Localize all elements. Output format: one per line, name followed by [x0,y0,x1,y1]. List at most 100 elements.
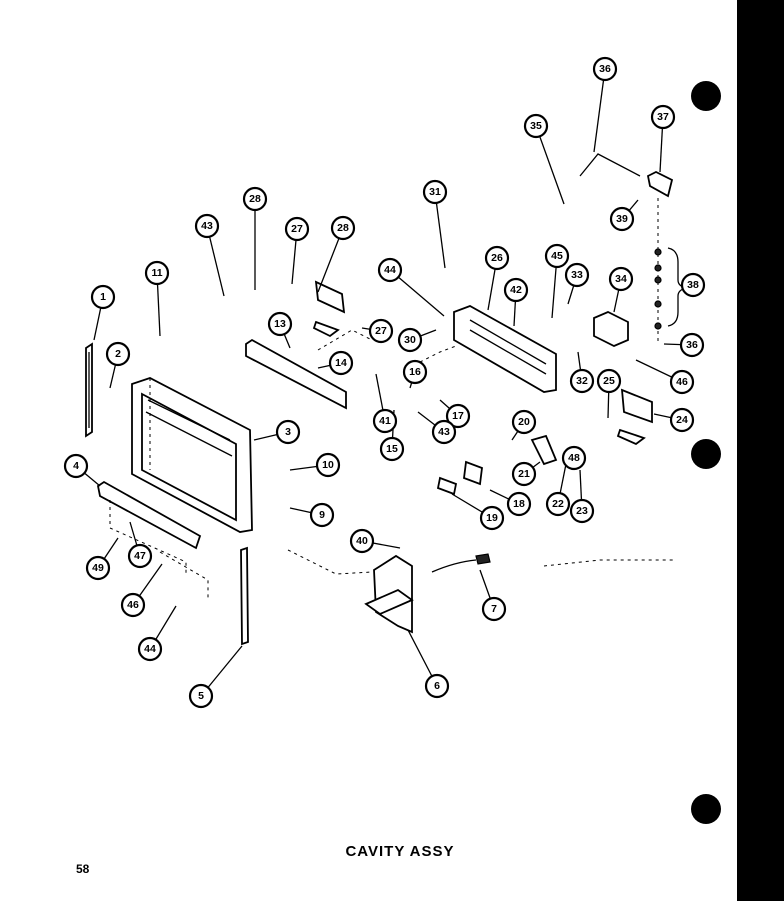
callout-28: 28 [242,186,268,290]
callout-number: 30 [404,334,416,346]
callout-6: 6 [407,629,450,699]
callout-43: 43 [417,411,457,445]
callout-4: 4 [63,453,101,487]
callout-1: 1 [90,284,116,341]
callout-15: 15 [379,409,405,462]
callout-circle [545,491,571,517]
callout-circle [569,498,595,524]
callout-26: 26 [484,245,510,311]
callout-number: 34 [615,273,627,285]
callout-number: 40 [356,535,368,547]
callout-circle [90,284,116,310]
binder-hole [691,794,721,824]
callout-35: 35 [523,113,565,205]
page-number: 58 [76,862,90,876]
callout-number: 44 [144,643,156,655]
callout-circle [242,186,268,212]
callout-23: 23 [569,469,595,524]
callout-34: 34 [608,266,634,313]
callout-43: 43 [194,213,225,297]
callout-40: 40 [349,528,401,554]
callout-circle [445,403,471,429]
callout-circle [127,543,153,569]
callout-number: 5 [198,690,204,702]
callout-9: 9 [289,502,335,528]
callout-circle [422,179,448,205]
part-top-bracket [646,170,674,198]
callout-circle [309,502,335,528]
callout-41: 41 [372,373,398,434]
callout-46: 46 [120,563,163,618]
callout-20: 20 [511,409,537,441]
callout-number: 25 [603,375,615,387]
callout-circle [424,673,450,699]
callout-46: 46 [635,359,695,395]
callout-17: 17 [439,399,471,429]
callout-24: 24 [653,407,695,433]
callout-circle [379,436,405,462]
callout-circle [284,216,310,242]
part-bracket-upper [312,280,346,338]
part-lower-rail [96,480,202,550]
callout-49: 49 [85,537,119,581]
part-bracket [364,554,414,634]
callout-circle [592,56,618,82]
callout-47: 47 [127,521,153,569]
callout-number: 33 [571,269,583,281]
part-power-cord [431,553,491,573]
callout-circle [481,596,507,622]
callout-circle [680,272,706,298]
callout-circle [484,245,510,271]
part-cavity-frame [131,377,253,533]
part-small-bracket-21 [530,434,558,466]
callout-circle [544,243,570,269]
callout-31: 31 [422,179,448,269]
callout-18: 18 [489,489,532,517]
part-control-board [453,305,557,393]
callout-number: 7 [491,603,497,615]
callout-2: 2 [105,341,131,389]
callout-circle [650,104,676,130]
callout-circle [569,368,595,394]
callout-circle [506,491,532,517]
callout-number: 27 [291,223,303,235]
callout-number: 28 [337,222,349,234]
callout-circle [397,327,423,353]
callout-number: 17 [452,410,464,422]
callout-19: 19 [451,493,505,531]
callout-22: 22 [545,463,571,517]
callout-number: 26 [491,252,503,264]
callout-number: 47 [134,550,146,562]
callout-number: 3 [285,426,291,438]
callout-number: 14 [335,357,347,369]
callout-36: 36 [592,56,618,153]
callout-7: 7 [479,569,507,622]
callout-circle [564,262,590,288]
callout-number: 24 [676,414,688,426]
callout-number: 19 [486,512,498,524]
callout-number: 31 [429,186,441,198]
callout-number: 39 [616,213,628,225]
callout-number: 2 [115,348,121,360]
callout-number: 27 [375,325,387,337]
part-block [593,311,629,347]
callout-number: 1 [100,291,106,303]
callout-circle [608,266,634,292]
callout-39: 39 [609,199,639,232]
callout-circle [402,359,428,385]
callout-number: 43 [438,426,450,438]
callout-25: 25 [596,368,622,419]
callout-number: 32 [576,375,588,387]
callout-number: 48 [568,452,580,464]
callout-10: 10 [289,452,341,478]
callout-48: 48 [561,445,587,471]
callout-circle [377,257,403,283]
callout-circle [120,592,146,618]
callout-number: 11 [151,267,162,279]
callout-5: 5 [188,645,243,709]
callout-number: 15 [386,443,398,455]
callout-32: 32 [569,351,595,394]
callout-number: 36 [686,339,698,351]
part-vertical-bracket [85,342,93,438]
callout-27: 27 [361,318,394,344]
